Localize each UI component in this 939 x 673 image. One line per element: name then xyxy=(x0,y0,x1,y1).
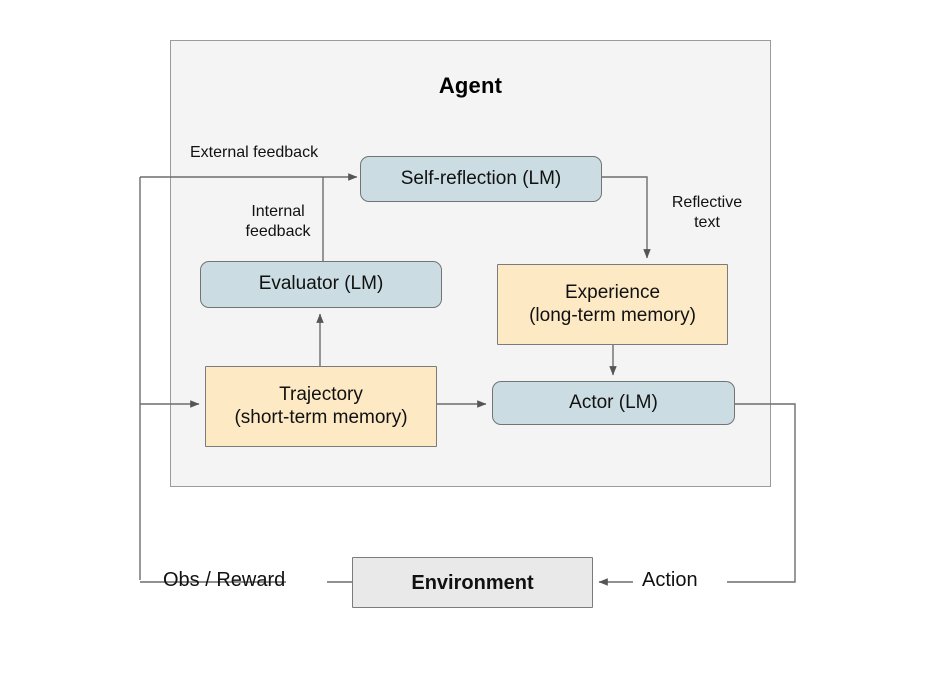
node-actor[interactable]: Actor (LM) xyxy=(492,381,735,425)
node-evaluator[interactable]: Evaluator (LM) xyxy=(200,261,442,308)
node-experience-label-line1: Experience xyxy=(564,281,661,303)
edge-label-reflective-text: Reflective text xyxy=(661,193,753,233)
node-self-reflection-label: Self-reflection (LM) xyxy=(400,167,562,189)
node-actor-label: Actor (LM) xyxy=(569,391,658,413)
edge-label-obs-reward: Obs / Reward xyxy=(163,569,286,591)
edge-label-internal-feedback-line1: Internal xyxy=(251,203,305,220)
node-environment[interactable]: Environment xyxy=(352,557,593,608)
node-trajectory-label-line1: Trajectory xyxy=(279,383,363,405)
edge-label-action: Action xyxy=(642,569,698,591)
node-environment-label: Environment xyxy=(411,571,534,594)
node-experience-label-line2: (long-term memory) xyxy=(529,304,696,326)
edge-label-reflective-text-line1: Reflective xyxy=(671,194,743,211)
node-self-reflection[interactable]: Self-reflection (LM) xyxy=(360,156,602,202)
agent-title: Agent xyxy=(438,73,503,98)
edge-label-external-feedback: External feedback xyxy=(190,144,319,161)
node-trajectory-label-line2: (short-term memory) xyxy=(234,406,408,428)
node-trajectory[interactable]: Trajectory (short-term memory) xyxy=(205,366,437,447)
node-evaluator-label: Evaluator (LM) xyxy=(258,273,384,295)
edge-label-internal-feedback-line2: feedback xyxy=(245,223,311,240)
edge-label-reflective-text-line2: text xyxy=(694,214,720,231)
node-experience[interactable]: Experience (long-term memory) xyxy=(497,264,728,345)
edge-label-internal-feedback: Internal feedback xyxy=(232,202,324,242)
